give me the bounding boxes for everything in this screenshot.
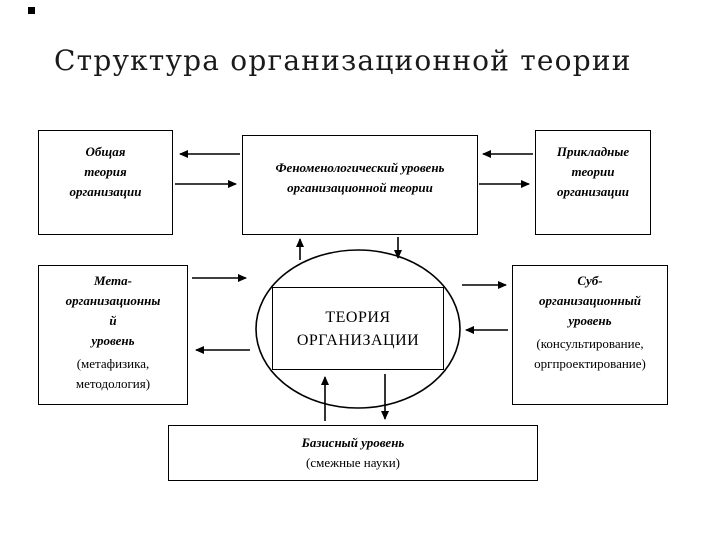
box-general-theory: Общая теория организации	[38, 130, 173, 235]
box-meta-level: Мета- организационны й уровень (метафизи…	[38, 265, 188, 405]
box-line: ТЕОРИЯ	[325, 308, 391, 326]
box-organization-theory-core: ТЕОРИЯ ОРГАНИЗАЦИИ	[272, 287, 444, 370]
core-ellipse	[255, 249, 461, 409]
box-line: Прикладные	[556, 144, 630, 159]
box-line: Базисный уровень	[301, 435, 405, 450]
box-basic-level: Базисный уровень (смежные науки)	[168, 425, 538, 481]
box-line: организации	[69, 184, 142, 199]
box-line: организационный	[539, 293, 641, 308]
box-note-line: (метафизика,	[76, 356, 150, 371]
box-line: Феноменологический уровень	[275, 160, 445, 175]
box-note-line: методология)	[75, 376, 151, 391]
box-note-line: оргпроектирование)	[534, 356, 646, 371]
box-applied-theories: Прикладные теории организации	[535, 130, 651, 235]
box-note-line: (смежные науки)	[306, 455, 400, 470]
box-line: организационной теории	[287, 180, 433, 195]
box-line: уровень	[91, 333, 135, 348]
slide-bullet-icon	[28, 7, 35, 14]
box-line: ОРГАНИЗАЦИИ	[296, 331, 420, 349]
box-line: организации	[556, 184, 629, 199]
page-title: Структура организационной теории	[54, 44, 632, 77]
box-line: Общая	[85, 144, 126, 159]
box-line: уровень	[568, 313, 612, 328]
box-phenomenological-level: Феноменологический уровень организационн…	[242, 135, 478, 235]
box-line: Суб-	[577, 273, 603, 288]
box-note-line: (консультирование,	[536, 336, 644, 351]
box-line: теории	[571, 164, 615, 179]
box-sub-level: Суб- организационный уровень (консультир…	[512, 265, 668, 405]
box-line: Мета-	[94, 273, 132, 288]
box-line: организационны	[65, 293, 161, 308]
box-line: теория	[84, 164, 127, 179]
box-line: й	[109, 313, 117, 328]
